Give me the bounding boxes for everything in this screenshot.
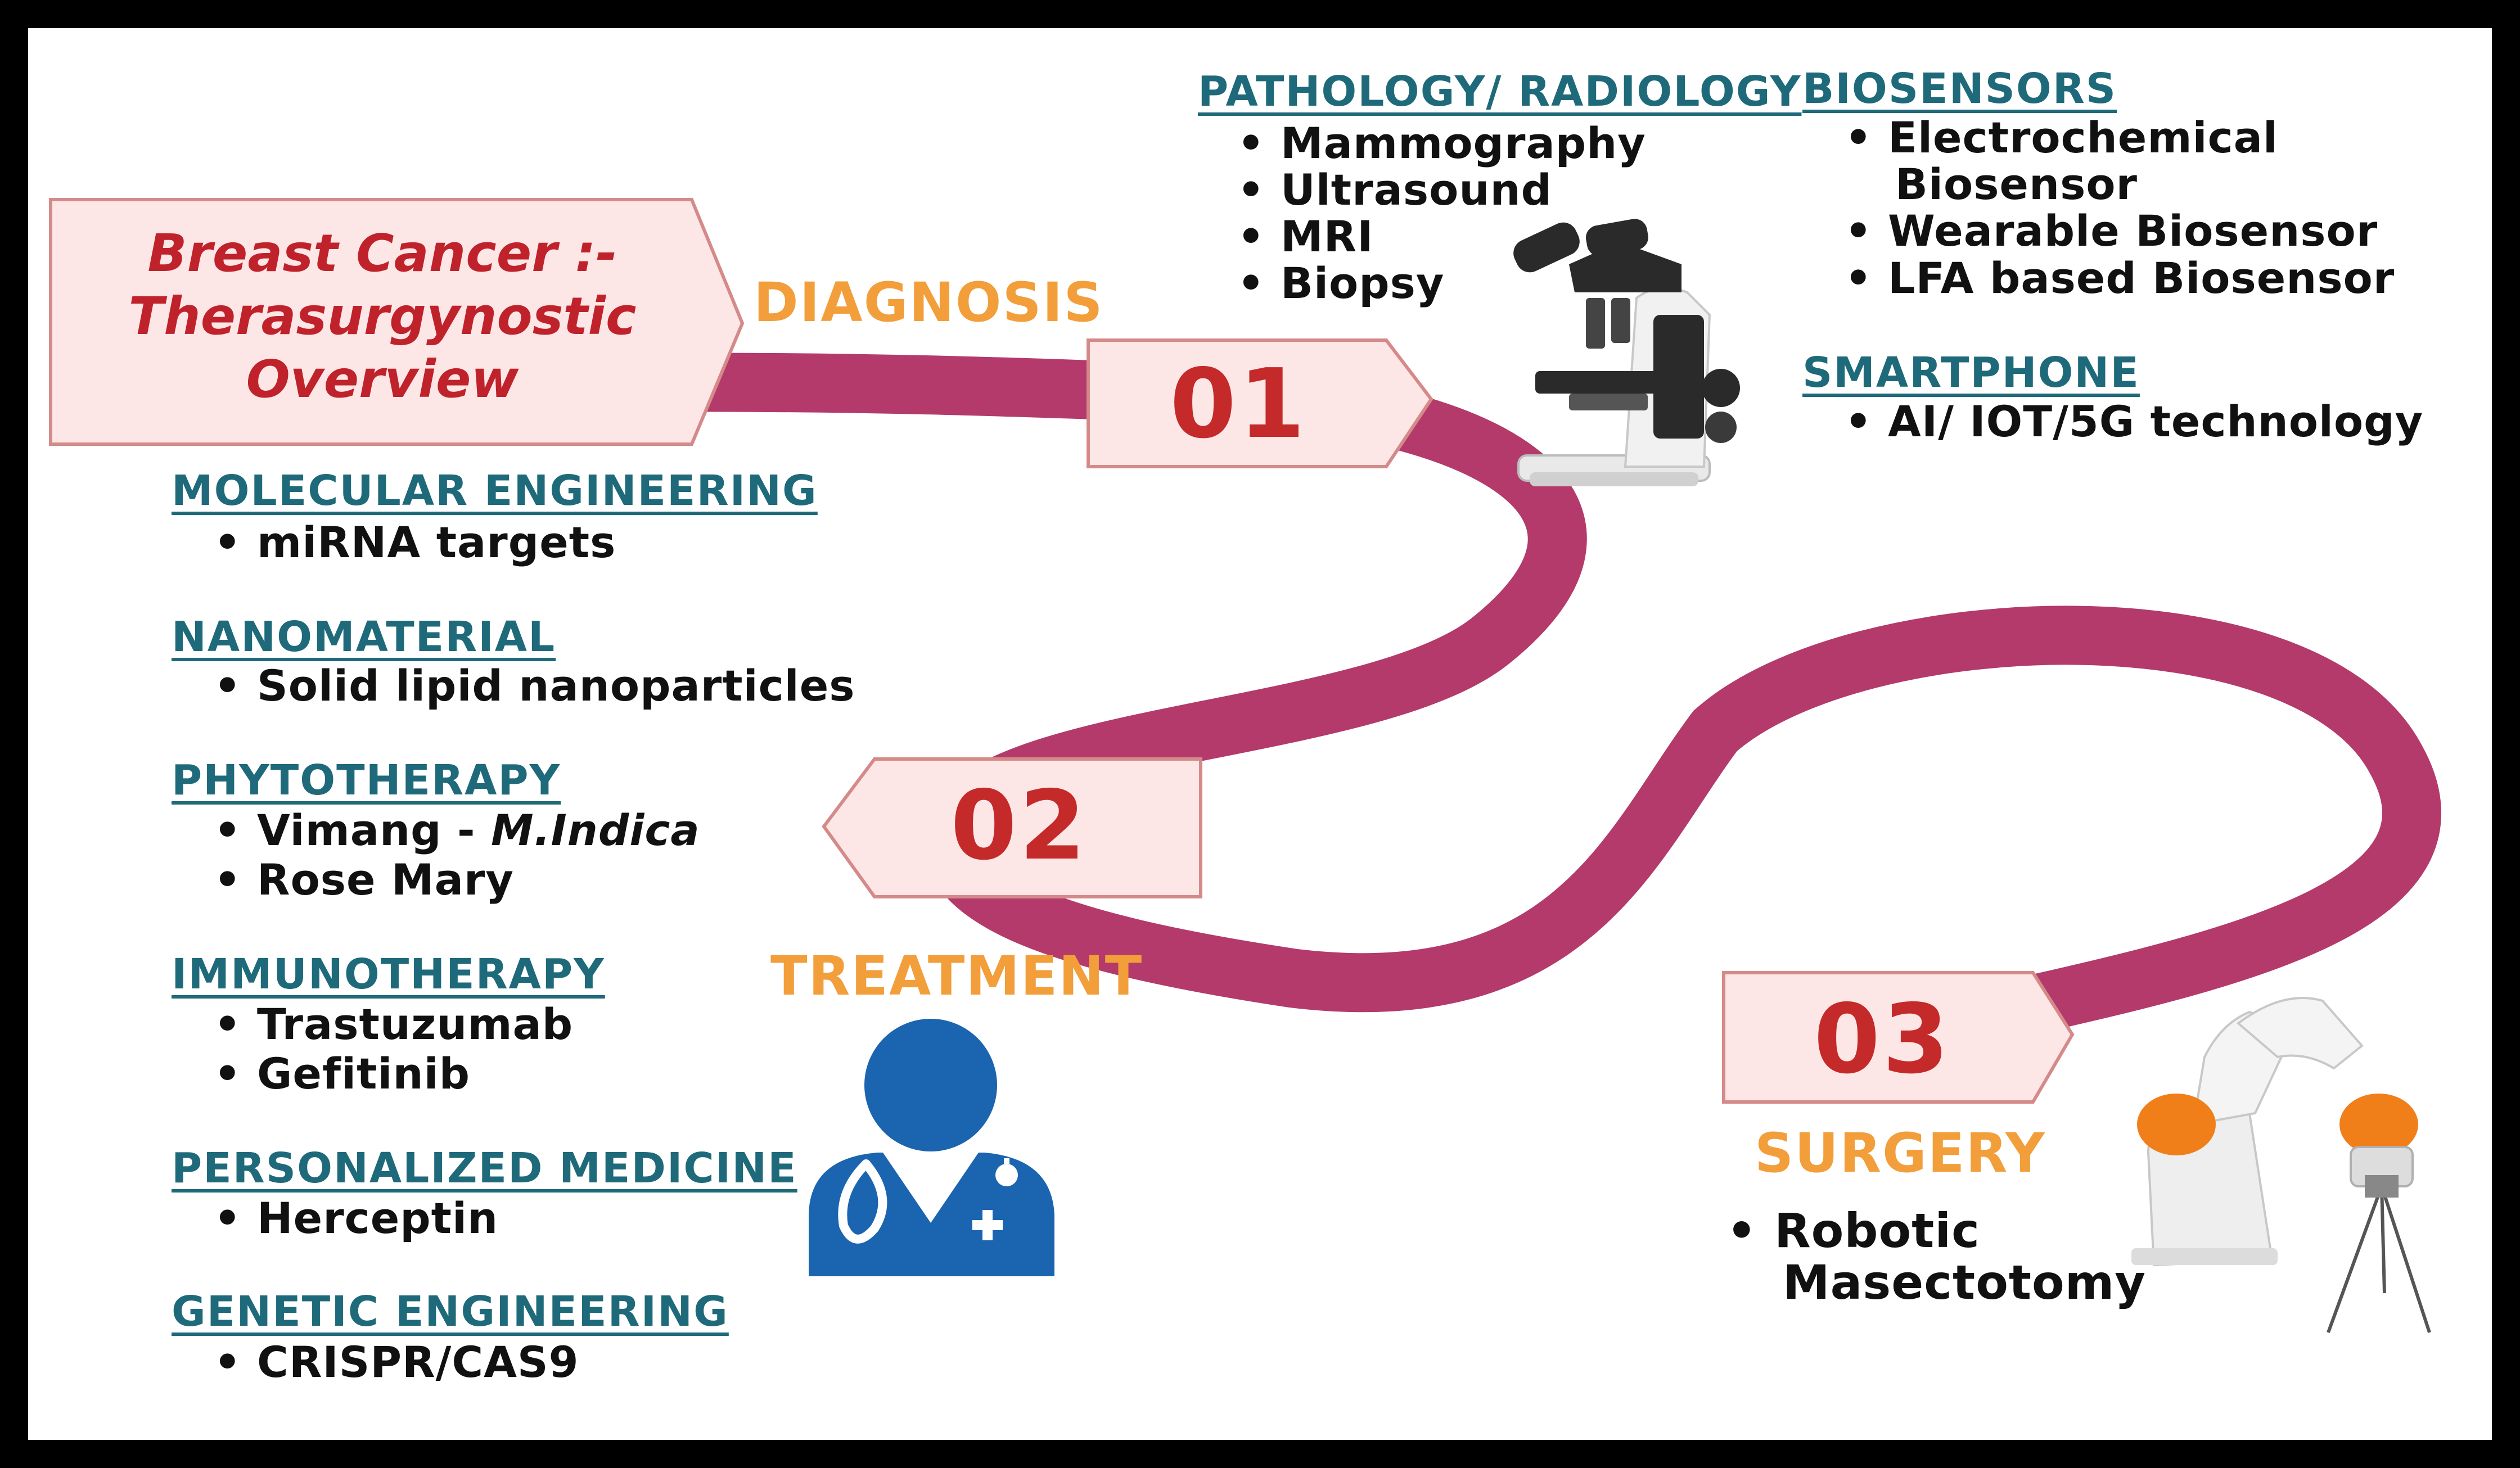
surgery-label: SURGERY bbox=[1755, 1122, 2046, 1185]
step-box-03 bbox=[1722, 971, 2075, 1104]
molecular-item-1: • miRNA targets bbox=[214, 517, 616, 567]
surgery-item-1-cont: Masectotomy bbox=[1783, 1255, 2147, 1310]
step-number-03: 03 bbox=[1814, 984, 1951, 1095]
treatment-label: TREATMENT bbox=[770, 945, 1143, 1008]
pathology-item-2: • Ultrasound bbox=[1237, 165, 1552, 215]
phytotherapy-heading: PHYTOTHERAPY bbox=[172, 756, 561, 805]
diagnosis-label: DIAGNOSIS bbox=[754, 271, 1104, 334]
pathology-item-3: • MRI bbox=[1237, 211, 1374, 261]
phytotherapy-species: M.Indica bbox=[491, 805, 700, 855]
surgery-item-1: • Robotic bbox=[1726, 1203, 1980, 1258]
step-number-02: 02 bbox=[950, 770, 1088, 882]
phytotherapy-item-1: • Vimang - M.Indica bbox=[214, 805, 700, 855]
title-line-1: Breast Cancer :- bbox=[147, 223, 617, 283]
pathology-item-1: • Mammography bbox=[1237, 118, 1646, 168]
step-box-01 bbox=[1087, 338, 1433, 468]
biosensor-item-1-cont: Biosensor bbox=[1895, 159, 2138, 209]
title-line-3: Overview bbox=[246, 349, 519, 409]
pathology-item-4: • Biopsy bbox=[1237, 258, 1445, 308]
molecular-engineering-heading: MOLECULAR ENGINEERING bbox=[172, 467, 818, 515]
genetic-item-1: • CRISPR/CAS9 bbox=[214, 1337, 579, 1387]
step-box-02 bbox=[822, 757, 1202, 898]
microscope-icon bbox=[1513, 219, 1740, 486]
immunotherapy-item-1: • Trastuzumab bbox=[214, 999, 574, 1049]
title-line-2: Therasurgynostic bbox=[128, 286, 637, 346]
biosensor-item-2: • Wearable Biosensor bbox=[1845, 206, 2378, 256]
step-number-01: 01 bbox=[1170, 349, 1308, 460]
immunotherapy-item-2: • Gefitinib bbox=[214, 1049, 471, 1099]
nanomaterial-heading: NANOMATERIAL bbox=[172, 613, 556, 661]
robot-arm-icon bbox=[2131, 997, 2431, 1334]
smartphone-item-1: • AI/ IOT/5G technology bbox=[1845, 396, 2424, 446]
biosensors-heading: BIOSENSORS bbox=[1802, 65, 2117, 113]
immunotherapy-heading: IMMUNOTHERAPY bbox=[172, 950, 605, 999]
nanomaterial-item-1: • Solid lipid nanoparticles bbox=[214, 661, 855, 711]
smartphone-heading: SMARTPHONE bbox=[1802, 349, 2140, 397]
personalized-item-1: • Herceptin bbox=[214, 1193, 499, 1243]
phytotherapy-item-2: • Rose Mary bbox=[214, 855, 514, 905]
title-box bbox=[49, 198, 745, 446]
personalized-medicine-heading: PERSONALIZED MEDICINE bbox=[172, 1144, 797, 1193]
biosensor-item-3: • LFA based Biosensor bbox=[1845, 253, 2395, 303]
genetic-engineering-heading: GENETIC ENGINEERING bbox=[172, 1288, 729, 1336]
pathology-radiology-heading: PATHOLOGY/ RADIOLOGY bbox=[1198, 67, 1802, 116]
biosensor-item-1: • Electrochemical bbox=[1845, 112, 2278, 162]
doctor-icon bbox=[809, 1019, 1054, 1276]
title-text: Breast Cancer :- Therasurgynostic Overvi… bbox=[73, 222, 692, 411]
